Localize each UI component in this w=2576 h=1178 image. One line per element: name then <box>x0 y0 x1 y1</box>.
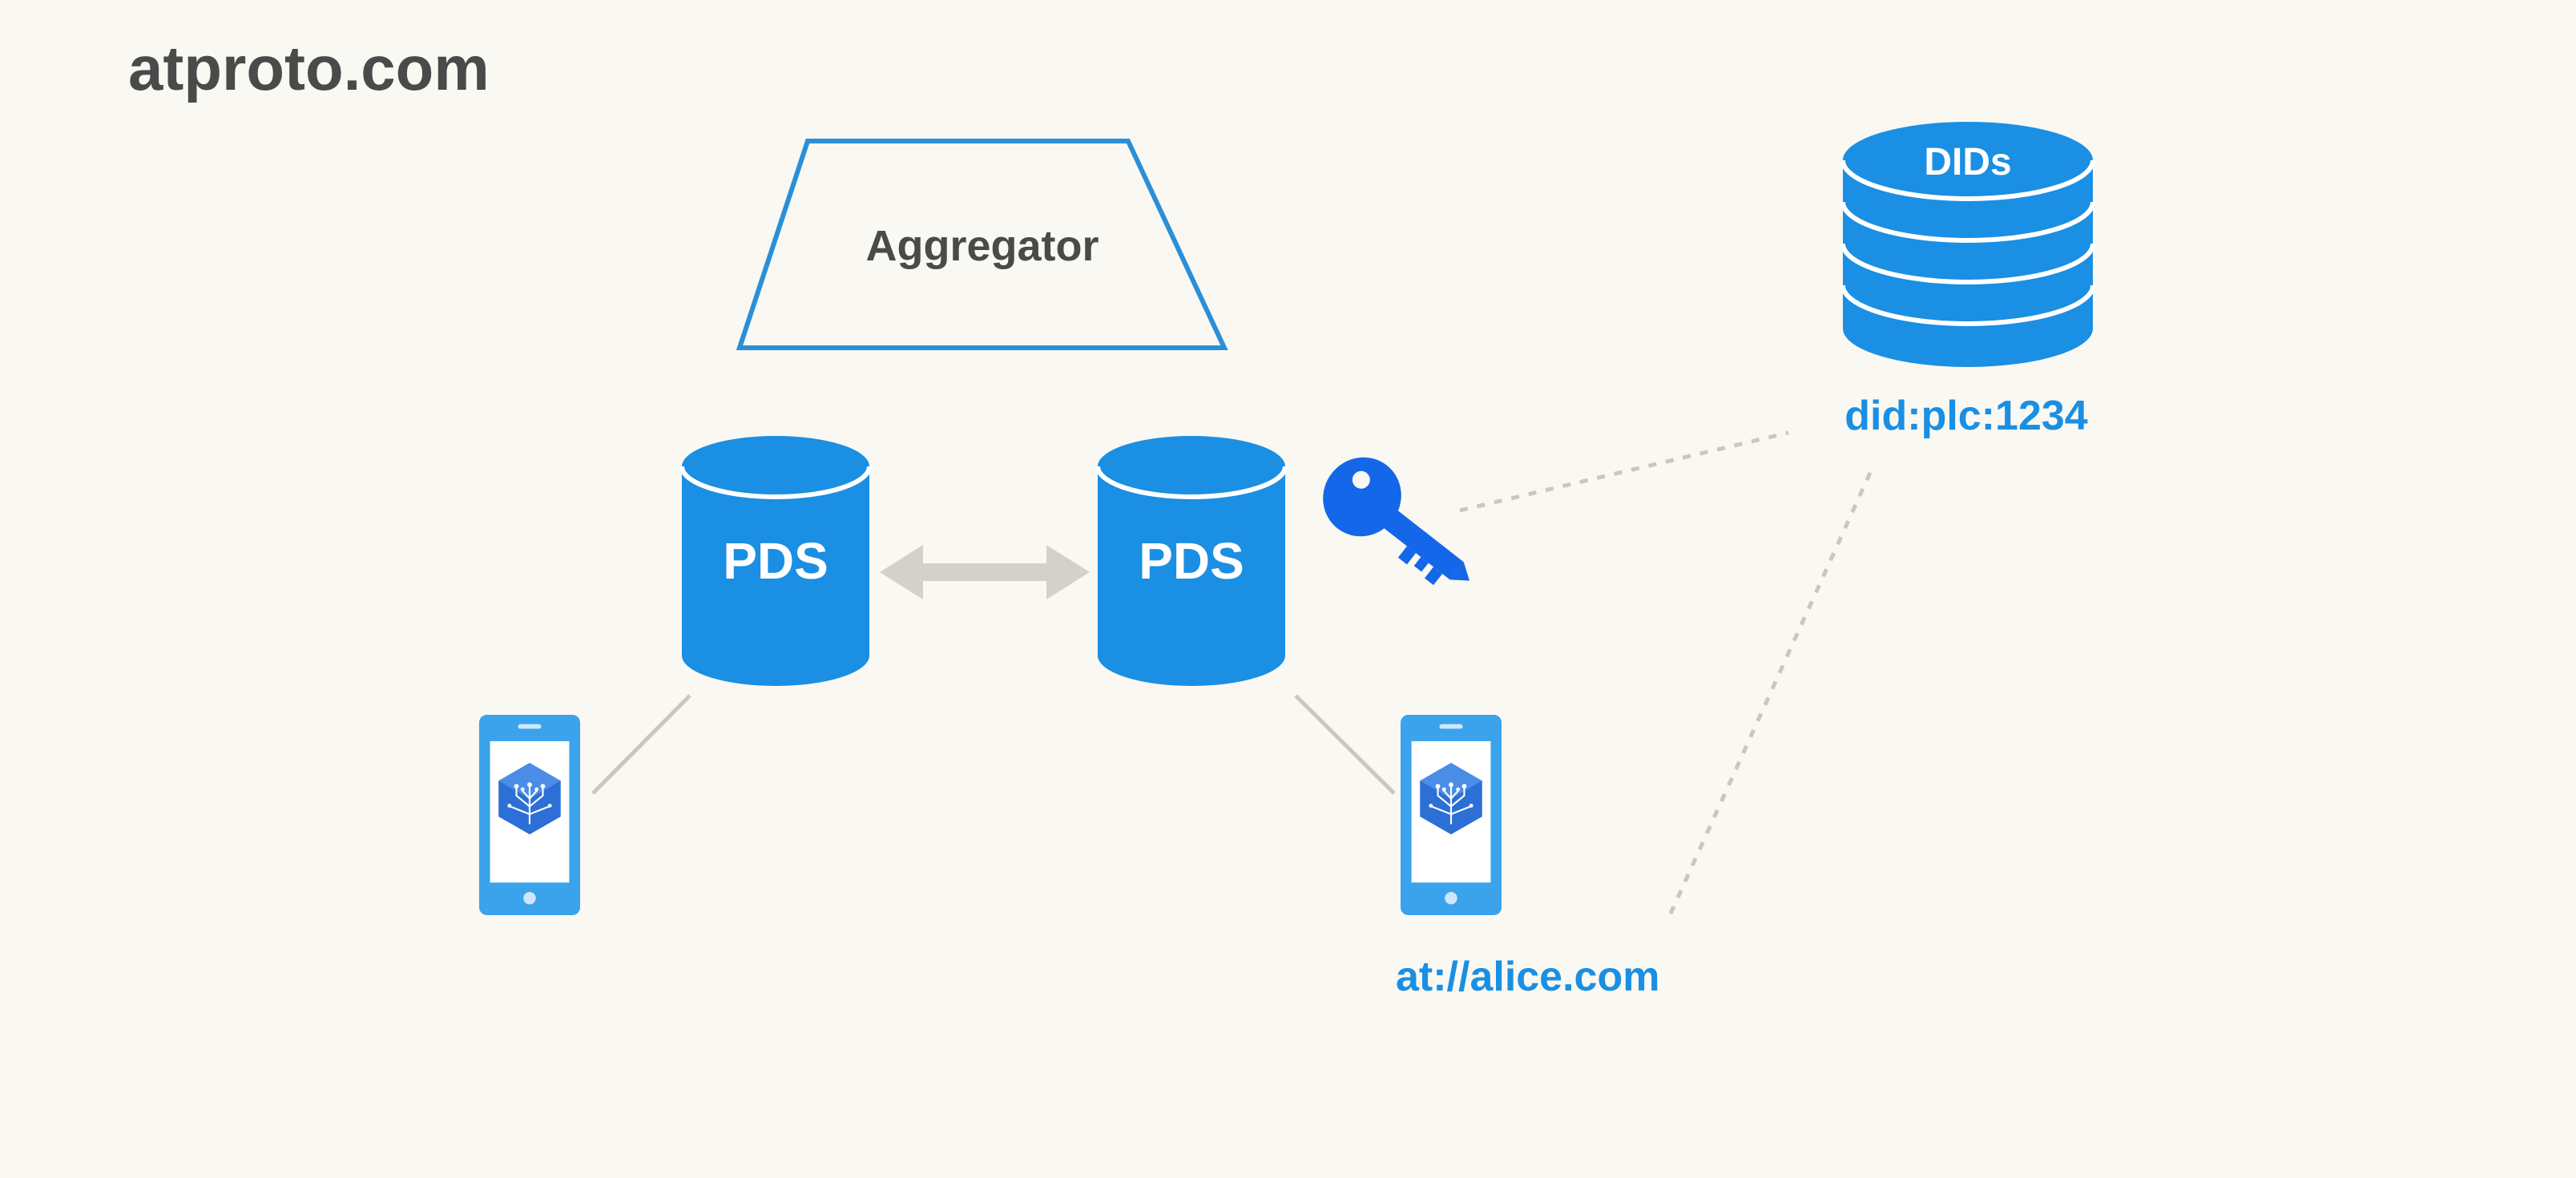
pds-left-node: PDS <box>679 436 872 686</box>
pds-right-label: PDS <box>1139 532 1244 590</box>
phone-right-icon <box>1401 713 1502 917</box>
phone-left-icon <box>479 713 580 917</box>
pds-right-node: PDS <box>1095 436 1288 686</box>
connector-right-phone <box>1294 694 1396 795</box>
pds-left-label: PDS <box>723 532 828 590</box>
did-registry-label: DIDs <box>1924 141 2011 184</box>
pds-sync-arrow <box>880 545 1090 599</box>
connector-left-phone <box>591 694 691 795</box>
dotted-line-handle-to-did <box>1668 471 1873 915</box>
site-title: atproto.com <box>128 33 490 103</box>
aggregator-node: Aggregator <box>736 139 1228 350</box>
key-icon <box>1323 457 1469 586</box>
did-registry-node: DIDs <box>1840 122 2095 367</box>
dotted-line-key-to-did <box>1459 430 1789 513</box>
did-identifier: did:plc:1234 <box>1844 393 2087 439</box>
aggregator-label: Aggregator <box>865 222 1099 270</box>
handle-identifier: at://alice.com <box>1396 954 1659 1000</box>
